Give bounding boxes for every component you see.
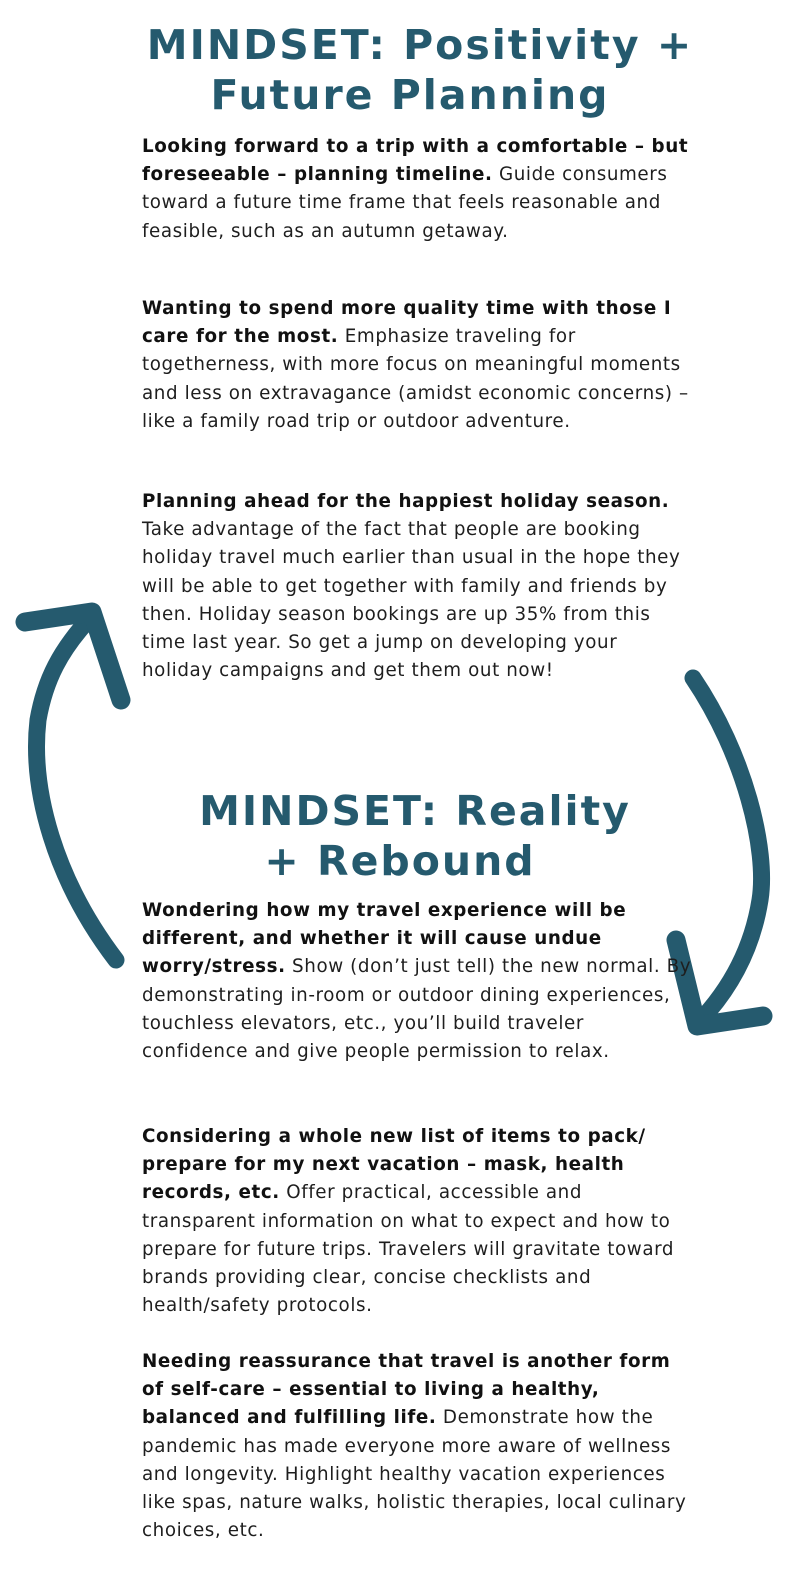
- item-lead: Wondering how my travel experience will …: [142, 900, 627, 978]
- mindset-item: Wanting to spend more quality time with …: [142, 295, 692, 436]
- section-heading-reality: MINDSET: Reality + Rebound: [0, 786, 800, 886]
- item-body: Offer practical, accessible and transpar…: [142, 1182, 675, 1317]
- item-body: Guide consumers toward a future time fra…: [142, 164, 668, 242]
- item-lead: Looking forward to a trip with a comfort…: [142, 136, 689, 186]
- section-heading-positivity: MINDSET: Positivity + Future Planning: [0, 20, 800, 120]
- item-lead: Wanting to spend more quality time with …: [142, 298, 672, 348]
- heading-line: MINDSET: Positivity +: [146, 21, 694, 69]
- heading-line: MINDSET: Reality: [199, 787, 631, 835]
- item-lead: Planning ahead for the happiest holiday …: [142, 491, 670, 512]
- item-body: Show (don’t just tell) the new normal. B…: [142, 956, 692, 1063]
- mindset-item: Looking forward to a trip with a comfort…: [142, 133, 692, 246]
- item-body: Demonstrate how the pandemic has made ev…: [142, 1407, 687, 1542]
- heading-line: Future Planning: [210, 71, 610, 119]
- mindset-item: Considering a whole new list of items to…: [142, 1123, 692, 1320]
- heading-line: + Rebound: [264, 837, 536, 885]
- mindset-item: Wondering how my travel experience will …: [142, 897, 692, 1066]
- item-body: Take advantage of the fact that people a…: [142, 519, 681, 682]
- item-body: Emphasize traveling for togetherness, wi…: [142, 326, 689, 432]
- item-lead: Considering a whole new list of items to…: [142, 1126, 646, 1204]
- mindset-item: Planning ahead for the happiest holiday …: [142, 488, 692, 685]
- item-lead: Needing reassurance that travel is anoth…: [142, 1351, 671, 1429]
- mindset-item: Needing reassurance that travel is anoth…: [142, 1348, 692, 1545]
